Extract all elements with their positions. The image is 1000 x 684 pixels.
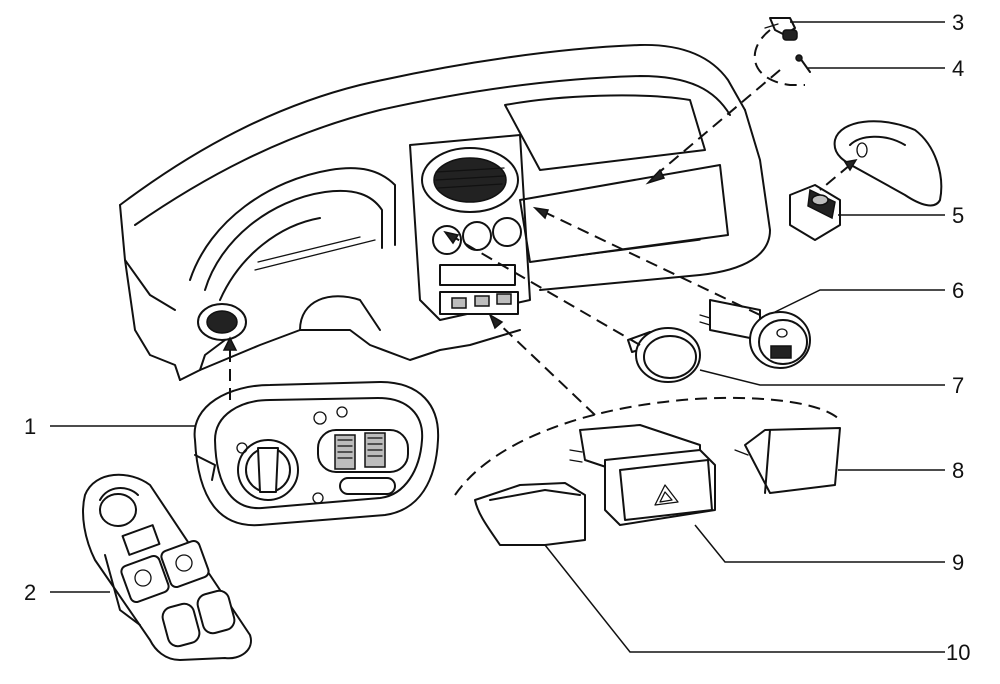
callout-8: 8 [952,458,964,483]
callout-4: 4 [952,56,964,81]
window-switch-block [82,473,252,661]
bracket-clip [764,17,798,41]
callout-6: 6 [952,278,964,303]
detail-group-outline [753,29,805,86]
assembly-arrows [222,69,858,416]
switch-group-outline [454,396,841,496]
leader-lines [50,21,945,653]
screw [795,54,811,73]
callout-1: 1 [24,414,36,439]
rear-defrost-switch [699,299,811,369]
rocker-switch-5 [789,184,841,241]
light-switch-unit [193,381,440,527]
hazard-switch [569,424,716,526]
callout-9: 9 [952,550,964,575]
blank-switch-10 [474,482,586,546]
callout-10: 10 [946,640,970,665]
callout-labels: 1 2 3 4 5 6 7 8 9 10 [24,10,970,665]
callout-3: 3 [952,10,964,35]
callout-2: 2 [24,580,36,605]
callout-7: 7 [952,373,964,398]
blank-plug-7 [627,327,701,383]
blank-switch-8 [734,427,841,494]
callout-5: 5 [952,203,964,228]
